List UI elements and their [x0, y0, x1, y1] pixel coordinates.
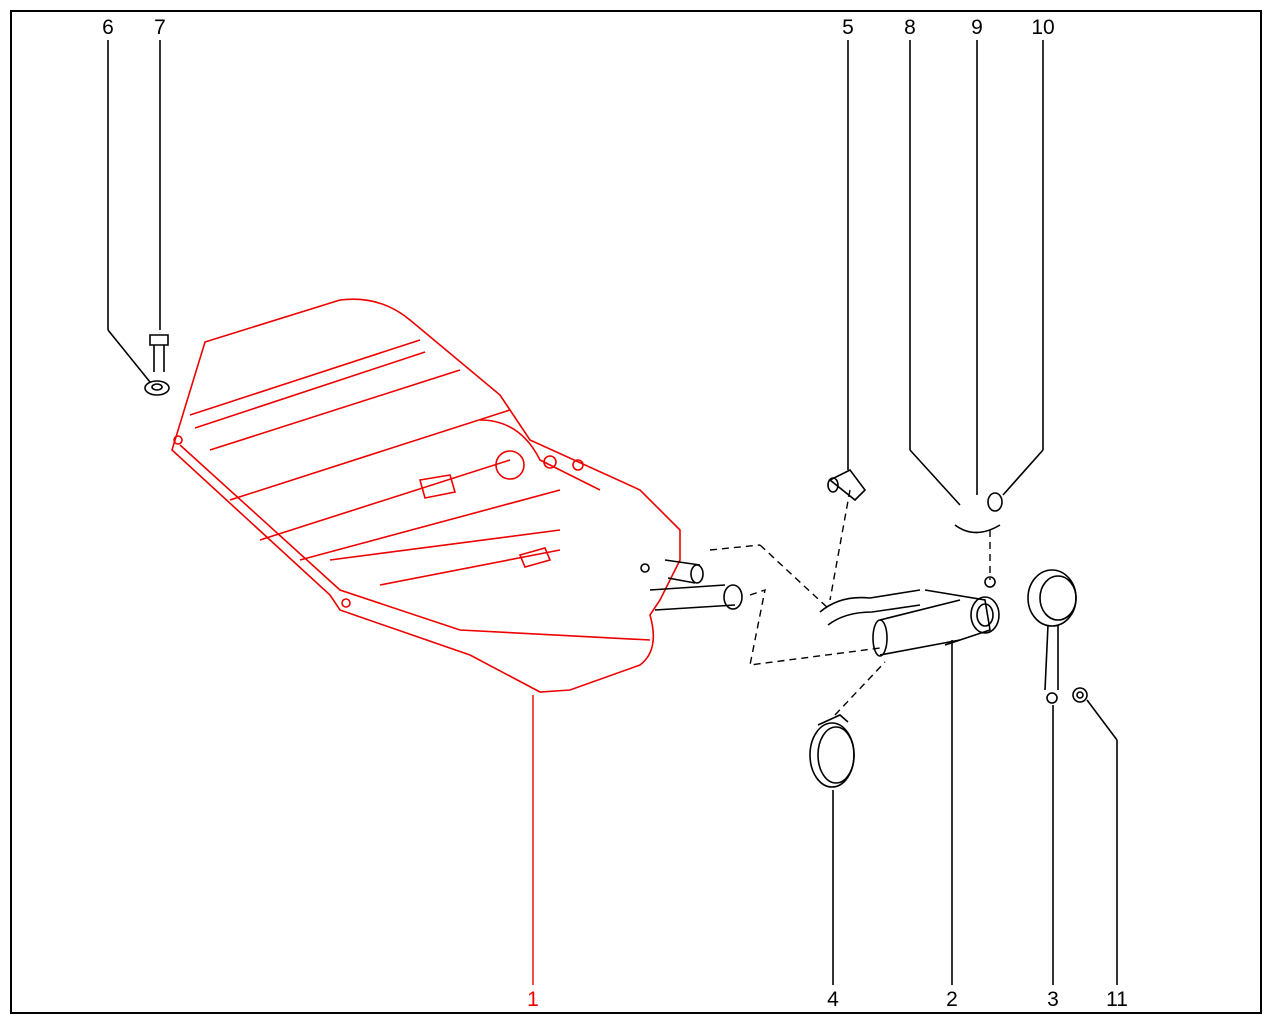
bolt[interactable]	[149, 334, 169, 372]
hose-clamp[interactable]	[809, 714, 855, 788]
callout-7: 7	[154, 16, 166, 39]
callout-6: 6	[102, 16, 114, 39]
callout-3: 3	[1047, 988, 1059, 1011]
callout-10: 10	[1031, 16, 1054, 39]
tank-outlet-pipe	[640, 559, 743, 611]
filler-neck[interactable]	[872, 576, 1000, 657]
vent-hose[interactable]	[819, 468, 921, 626]
callout-4: 4	[827, 988, 839, 1011]
filler-cap[interactable]	[1027, 569, 1077, 704]
washer[interactable]	[144, 380, 170, 396]
callout-1: 1	[527, 988, 539, 1011]
callout-5: 5	[842, 16, 854, 39]
callout-2: 2	[946, 988, 958, 1011]
screw-washer-nut[interactable]	[954, 492, 1003, 534]
nut[interactable]	[1072, 687, 1088, 703]
diagram-frame	[10, 10, 1262, 1014]
callout-8: 8	[904, 16, 916, 39]
callout-9: 9	[971, 16, 983, 39]
fuel-tank[interactable]	[171, 298, 681, 693]
callout-11: 11	[1106, 988, 1128, 1011]
